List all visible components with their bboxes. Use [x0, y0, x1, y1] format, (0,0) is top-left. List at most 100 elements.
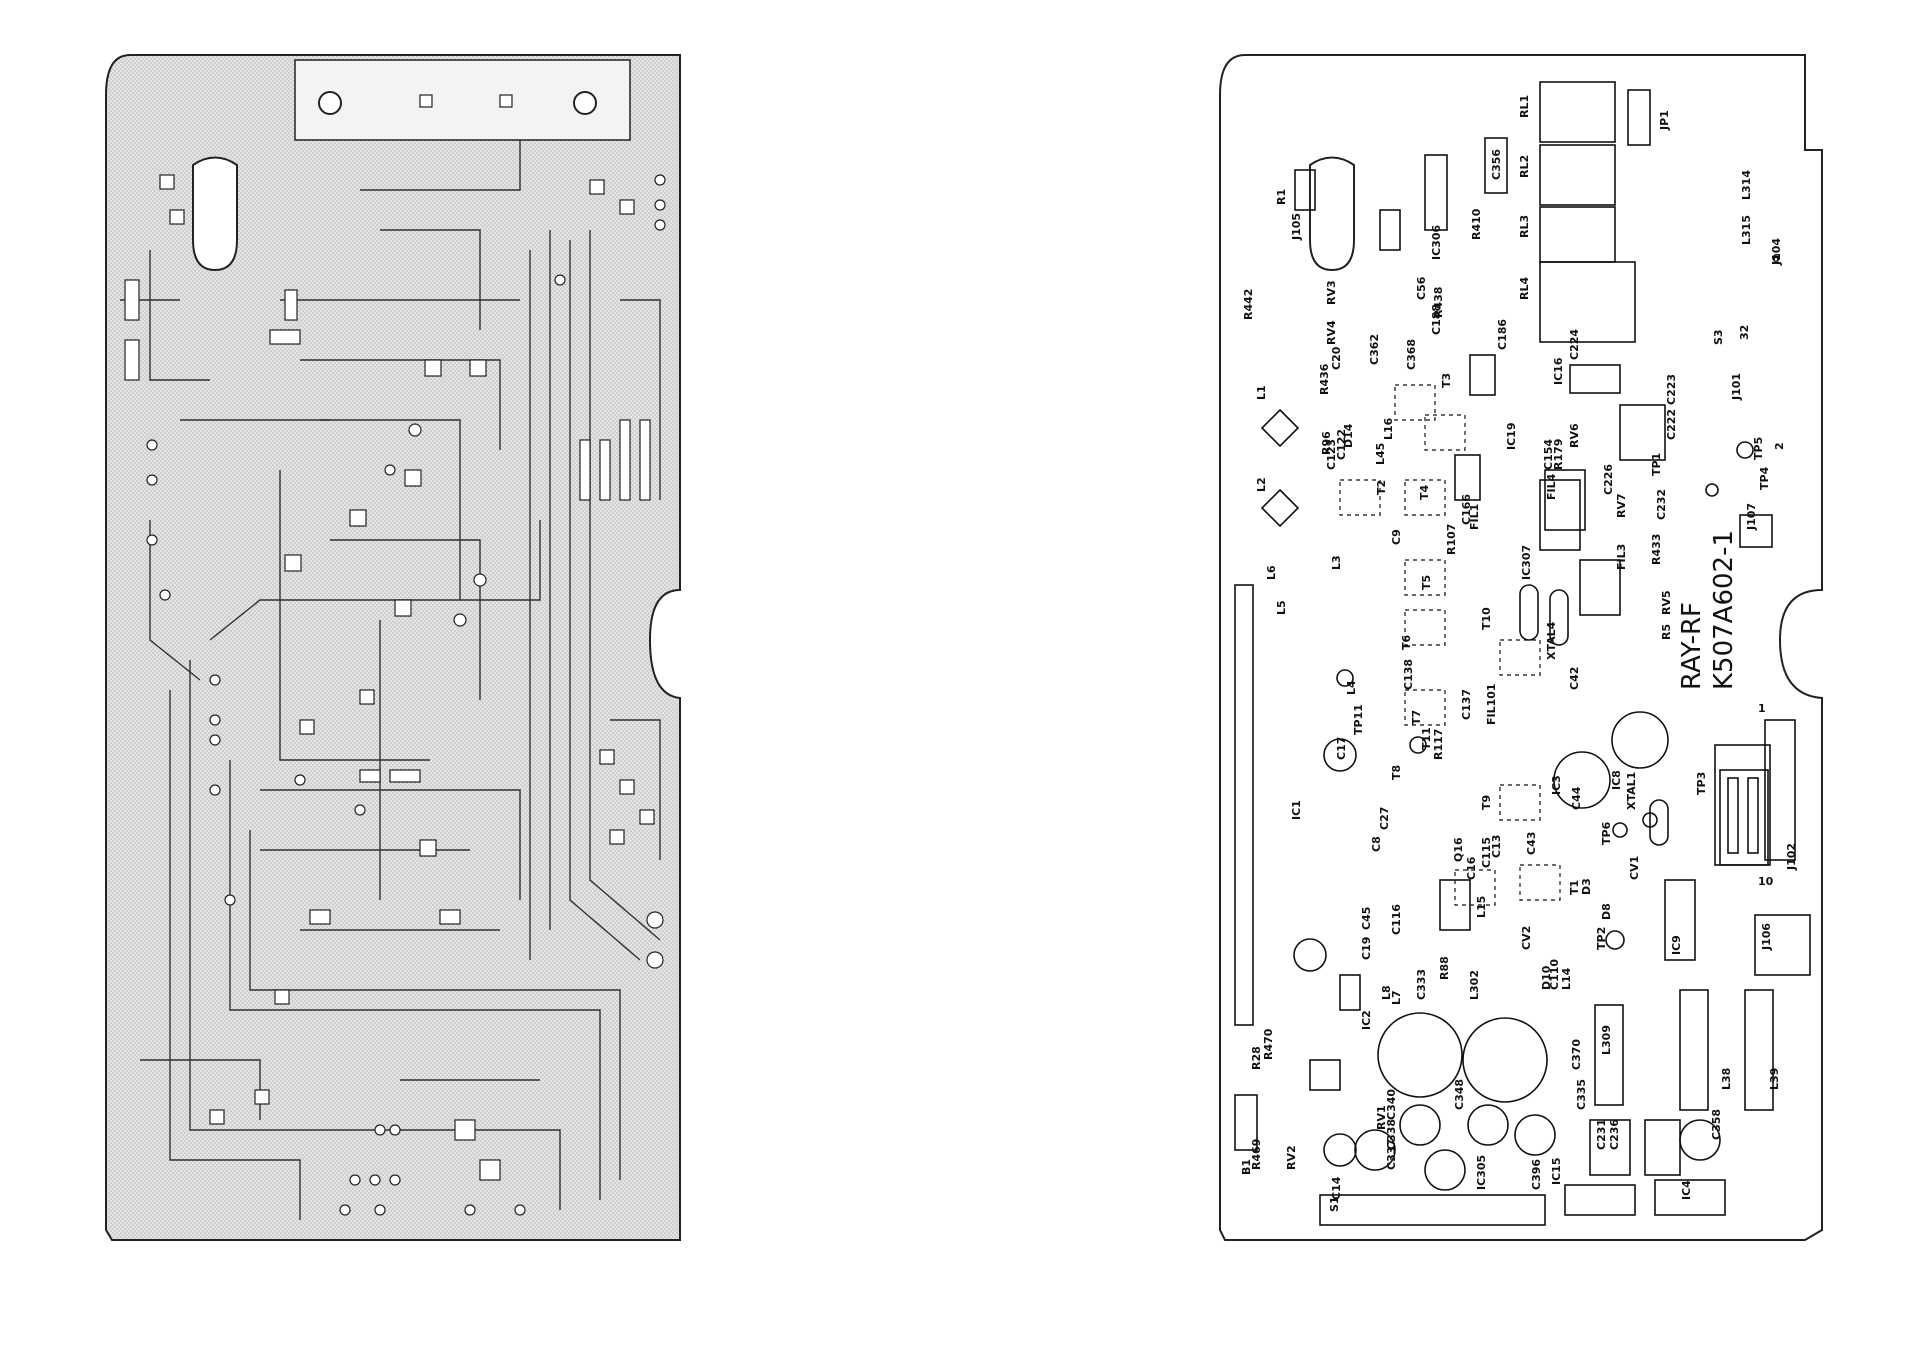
capacitor-outlines — [1293, 441, 1754, 1191]
ref-label-c42: C42 — [1568, 667, 1581, 690]
ref-label-j107: J107 — [1745, 503, 1758, 531]
ref-label-rv2: RV2 — [1285, 1145, 1298, 1170]
keyhole-slot — [1309, 156, 1355, 272]
ref-label-c13: C13 — [1490, 835, 1503, 858]
ref-label-r96: R96 — [1320, 431, 1333, 455]
ref-label-rl1: RL1 — [1518, 95, 1531, 118]
ref-label-rv1: RV1 — [1375, 1105, 1388, 1130]
mounting-hole — [318, 91, 342, 115]
ref-label-ic9: IC9 — [1670, 935, 1683, 955]
ref-label-c224: C224 — [1568, 329, 1581, 360]
ref-label-ic1: IC1 — [1290, 800, 1303, 820]
ref-label-c154: C154 — [1542, 439, 1555, 470]
ref-label-l8: L8 — [1380, 985, 1393, 1000]
ref-label-t6: T6 — [1400, 634, 1413, 650]
ref-label-l5: L5 — [1275, 600, 1288, 615]
ref-label-ic16: IC16 — [1552, 357, 1565, 385]
ref-label-c348: C348 — [1453, 1079, 1466, 1110]
ref-label-c222: C222 — [1665, 409, 1678, 440]
ref-label-c45: C45 — [1360, 907, 1373, 930]
ref-label-t11: T11 — [1420, 727, 1433, 750]
ref-label-ic307: IC307 — [1520, 545, 1533, 580]
ref-label-l7: L7 — [1390, 990, 1403, 1005]
ref-label-fil4: FIL4 — [1545, 473, 1558, 500]
ref-label-ic15: IC15 — [1550, 1158, 1563, 1185]
ic1-outline — [1234, 584, 1254, 1026]
ref-label-tp1: TP1 — [1650, 453, 1663, 476]
ref-label-c338: C338 — [1385, 1119, 1398, 1150]
ref-label-r469: R469 — [1250, 1139, 1263, 1170]
ref-label-tp11: TP11 — [1352, 704, 1365, 735]
ref-label-c110: C110 — [1548, 959, 1561, 990]
ref-label-t2: T2 — [1375, 480, 1388, 495]
mounting-hole — [573, 91, 597, 115]
ref-label-c27: C27 — [1378, 807, 1391, 830]
pin-label-tp4-2: 2 — [1773, 442, 1786, 450]
ref-label-c17: C17 — [1335, 737, 1348, 760]
ref-label-c19: C19 — [1360, 937, 1373, 960]
ref-label-ic2: IC2 — [1360, 1010, 1373, 1030]
ref-label-c14: C14 — [1330, 1176, 1343, 1200]
ref-label-fil101: FIL101 — [1485, 683, 1498, 725]
ref-label-c232: C232 — [1655, 489, 1668, 520]
ref-label-q16: Q16 — [1452, 837, 1465, 862]
board-part-number: K507A602-1 — [1709, 530, 1739, 690]
ref-label-c16: C16 — [1465, 856, 1478, 880]
ref-label-rv3: RV3 — [1325, 280, 1338, 305]
ref-label-c56: C56 — [1415, 276, 1428, 300]
ref-label-j101: J101 — [1730, 373, 1743, 401]
ref-label-c44: C44 — [1570, 786, 1583, 810]
ref-label-l2: L2 — [1255, 477, 1268, 492]
ref-label-cv1: CV1 — [1628, 856, 1641, 880]
inductor-outlines — [1260, 408, 1300, 528]
ref-label-rv4: RV4 — [1325, 320, 1338, 345]
ref-label-r442: R442 — [1242, 289, 1255, 320]
board-title: RAY-RF — [1677, 602, 1707, 690]
ref-label-t3: T3 — [1440, 373, 1453, 388]
transformer-outlines — [1339, 384, 1561, 906]
ref-label-c188: C188 — [1430, 304, 1443, 335]
ref-label-r1: R1 — [1275, 189, 1288, 205]
ref-label-c116: C116 — [1390, 904, 1403, 935]
ref-label-r28: R28 — [1250, 1046, 1263, 1070]
ref-label-d3: D3 — [1580, 878, 1593, 895]
ref-label-c123: C123 — [1325, 439, 1338, 470]
ref-label-rv5: RV5 — [1660, 590, 1673, 615]
ref-label-c362: C362 — [1368, 334, 1381, 365]
ref-label-l6: L6 — [1265, 565, 1278, 580]
ref-label-l16: L16 — [1382, 417, 1395, 440]
ref-label-l38: L38 — [1720, 1068, 1733, 1090]
ref-label-fil1: FIL1 — [1468, 504, 1481, 530]
ref-label-cv2: CV2 — [1520, 926, 1533, 950]
ref-label-c340: C340 — [1385, 1089, 1398, 1120]
ref-label-c9: C9 — [1390, 529, 1403, 545]
ref-label-r433: R433 — [1650, 534, 1663, 565]
pin-label-j102-1: 1 — [1758, 702, 1766, 715]
j102-connector — [1719, 769, 1769, 866]
ref-label-r107: R107 — [1445, 524, 1458, 555]
ref-label-l315: L315 — [1740, 215, 1753, 245]
ref-label-tp5: TP5 — [1752, 437, 1765, 460]
ref-label-l314: L314 — [1740, 170, 1753, 200]
ref-label-j106: J106 — [1760, 923, 1773, 951]
ref-label-l3: L3 — [1330, 555, 1343, 570]
ref-label-r410: R410 — [1470, 208, 1483, 240]
ref-label-s3: S3 — [1712, 329, 1725, 345]
ref-label-t10: T10 — [1480, 607, 1493, 630]
ref-label-t8: T8 — [1390, 765, 1403, 780]
ref-label-c166: C166 — [1460, 494, 1473, 525]
ref-label-rl3: RL3 — [1518, 215, 1531, 238]
ref-label-c43: C43 — [1525, 832, 1538, 855]
ref-label-l302: L302 — [1468, 970, 1481, 1000]
ref-label-j105: J105 — [1290, 213, 1303, 241]
ref-label-c137: C137 — [1460, 689, 1473, 720]
ref-label-ic3: IC3 — [1550, 775, 1563, 795]
ref-label-c138: C138 — [1402, 659, 1415, 690]
crystal-outlines — [1519, 584, 1669, 846]
ref-label-l309: L309 — [1600, 1025, 1613, 1055]
pin-label-s3-32: 32 — [1738, 325, 1751, 340]
ref-label-tp2: TP2 — [1595, 927, 1608, 950]
ref-label-c358: C358 — [1710, 1109, 1723, 1140]
ref-label-c356: C356 — [1490, 149, 1503, 180]
